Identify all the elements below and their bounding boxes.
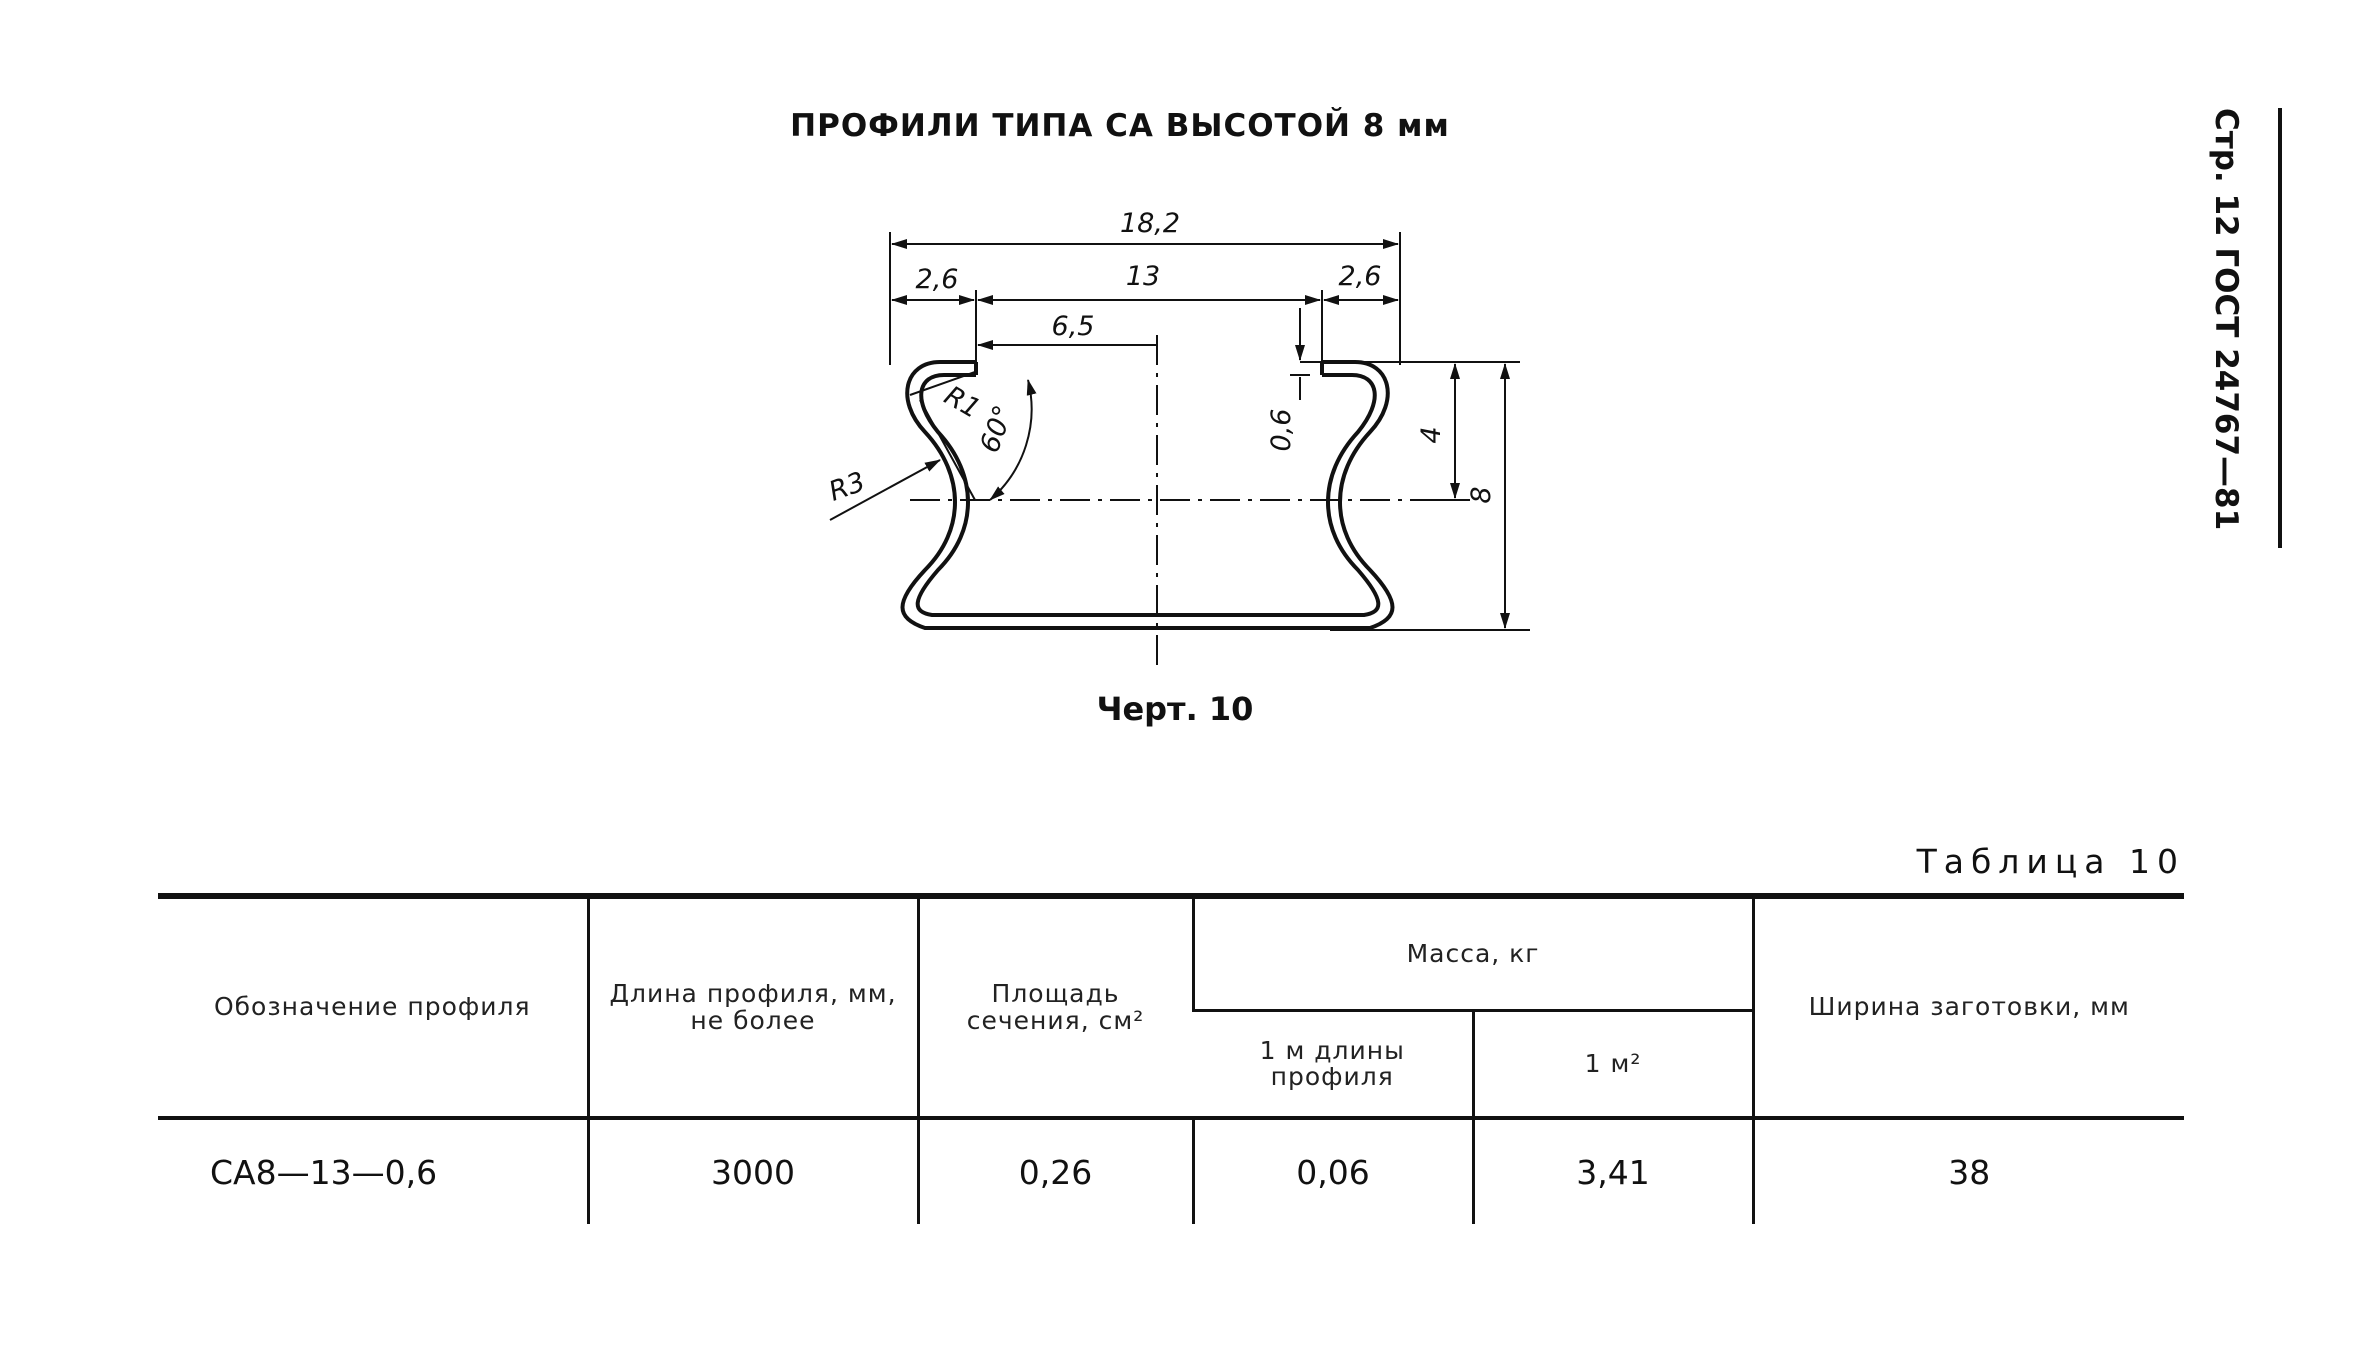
cell-mass-per-m: 0,06 bbox=[1191, 1118, 1473, 1224]
dimension-lines bbox=[829, 239, 1510, 629]
dim-half-opening: 6,5 bbox=[1052, 311, 1095, 342]
dim-right-flange: 2,6 bbox=[1339, 261, 1382, 292]
dim-opening: 13 bbox=[1126, 261, 1160, 292]
label-r1: R1 bbox=[939, 380, 986, 425]
drawing-caption: Черт. 10 bbox=[1096, 690, 1254, 728]
extension-lines bbox=[889, 232, 1530, 631]
header-area: Площадь сечения, см² bbox=[916, 896, 1193, 1118]
table-label: Таблица 10 bbox=[1916, 842, 2185, 881]
profile-table: Обозначение профиля Длина профиля, мм, н… bbox=[158, 893, 2184, 1224]
header-mass: Масса, кг bbox=[1191, 896, 1753, 1012]
header-designation: Обозначение профиля bbox=[213, 992, 531, 1022]
cell-designation: СА8—13—0,6 bbox=[210, 1152, 438, 1192]
cell-length: 3000 bbox=[586, 1118, 918, 1224]
cell-mass-per-m2: 3,41 bbox=[1471, 1118, 1753, 1224]
header-mass-per-m2: 1 м² bbox=[1471, 1009, 1753, 1118]
dim-height: 8 bbox=[1466, 486, 1497, 503]
table-row: СА8—13—0,6 3000 0,26 0,06 3,41 38 bbox=[158, 1118, 2184, 1224]
dim-thickness: 0,6 bbox=[1266, 409, 1297, 452]
header-mass-per-m: 1 м длины профиля bbox=[1193, 1009, 1473, 1118]
header-length: Длина профиля, мм, не более bbox=[586, 896, 918, 1118]
cell-area: 0,26 bbox=[916, 1118, 1193, 1224]
label-angle: 60° bbox=[974, 401, 1019, 457]
dim-left-flange: 2,6 bbox=[916, 264, 959, 295]
side-page-header: Стр. 12 ГОСТ 24767—81 bbox=[2208, 108, 2282, 548]
dim-depth-to-neck: 4 bbox=[1416, 426, 1447, 443]
header-blank-width: Ширина заготовки, мм bbox=[1751, 896, 2184, 1118]
dim-overall-width: 18,2 bbox=[1120, 208, 1180, 239]
cell-blank-width: 38 bbox=[1751, 1118, 2184, 1224]
page-title: ПРОФИЛИ ТИПА СА ВЫСОТОЙ 8 мм bbox=[790, 108, 1450, 144]
dimension-labels: 18,2 2,6 13 2,6 6,5 0,6 4 8 R1 R3 60° bbox=[825, 208, 1497, 508]
